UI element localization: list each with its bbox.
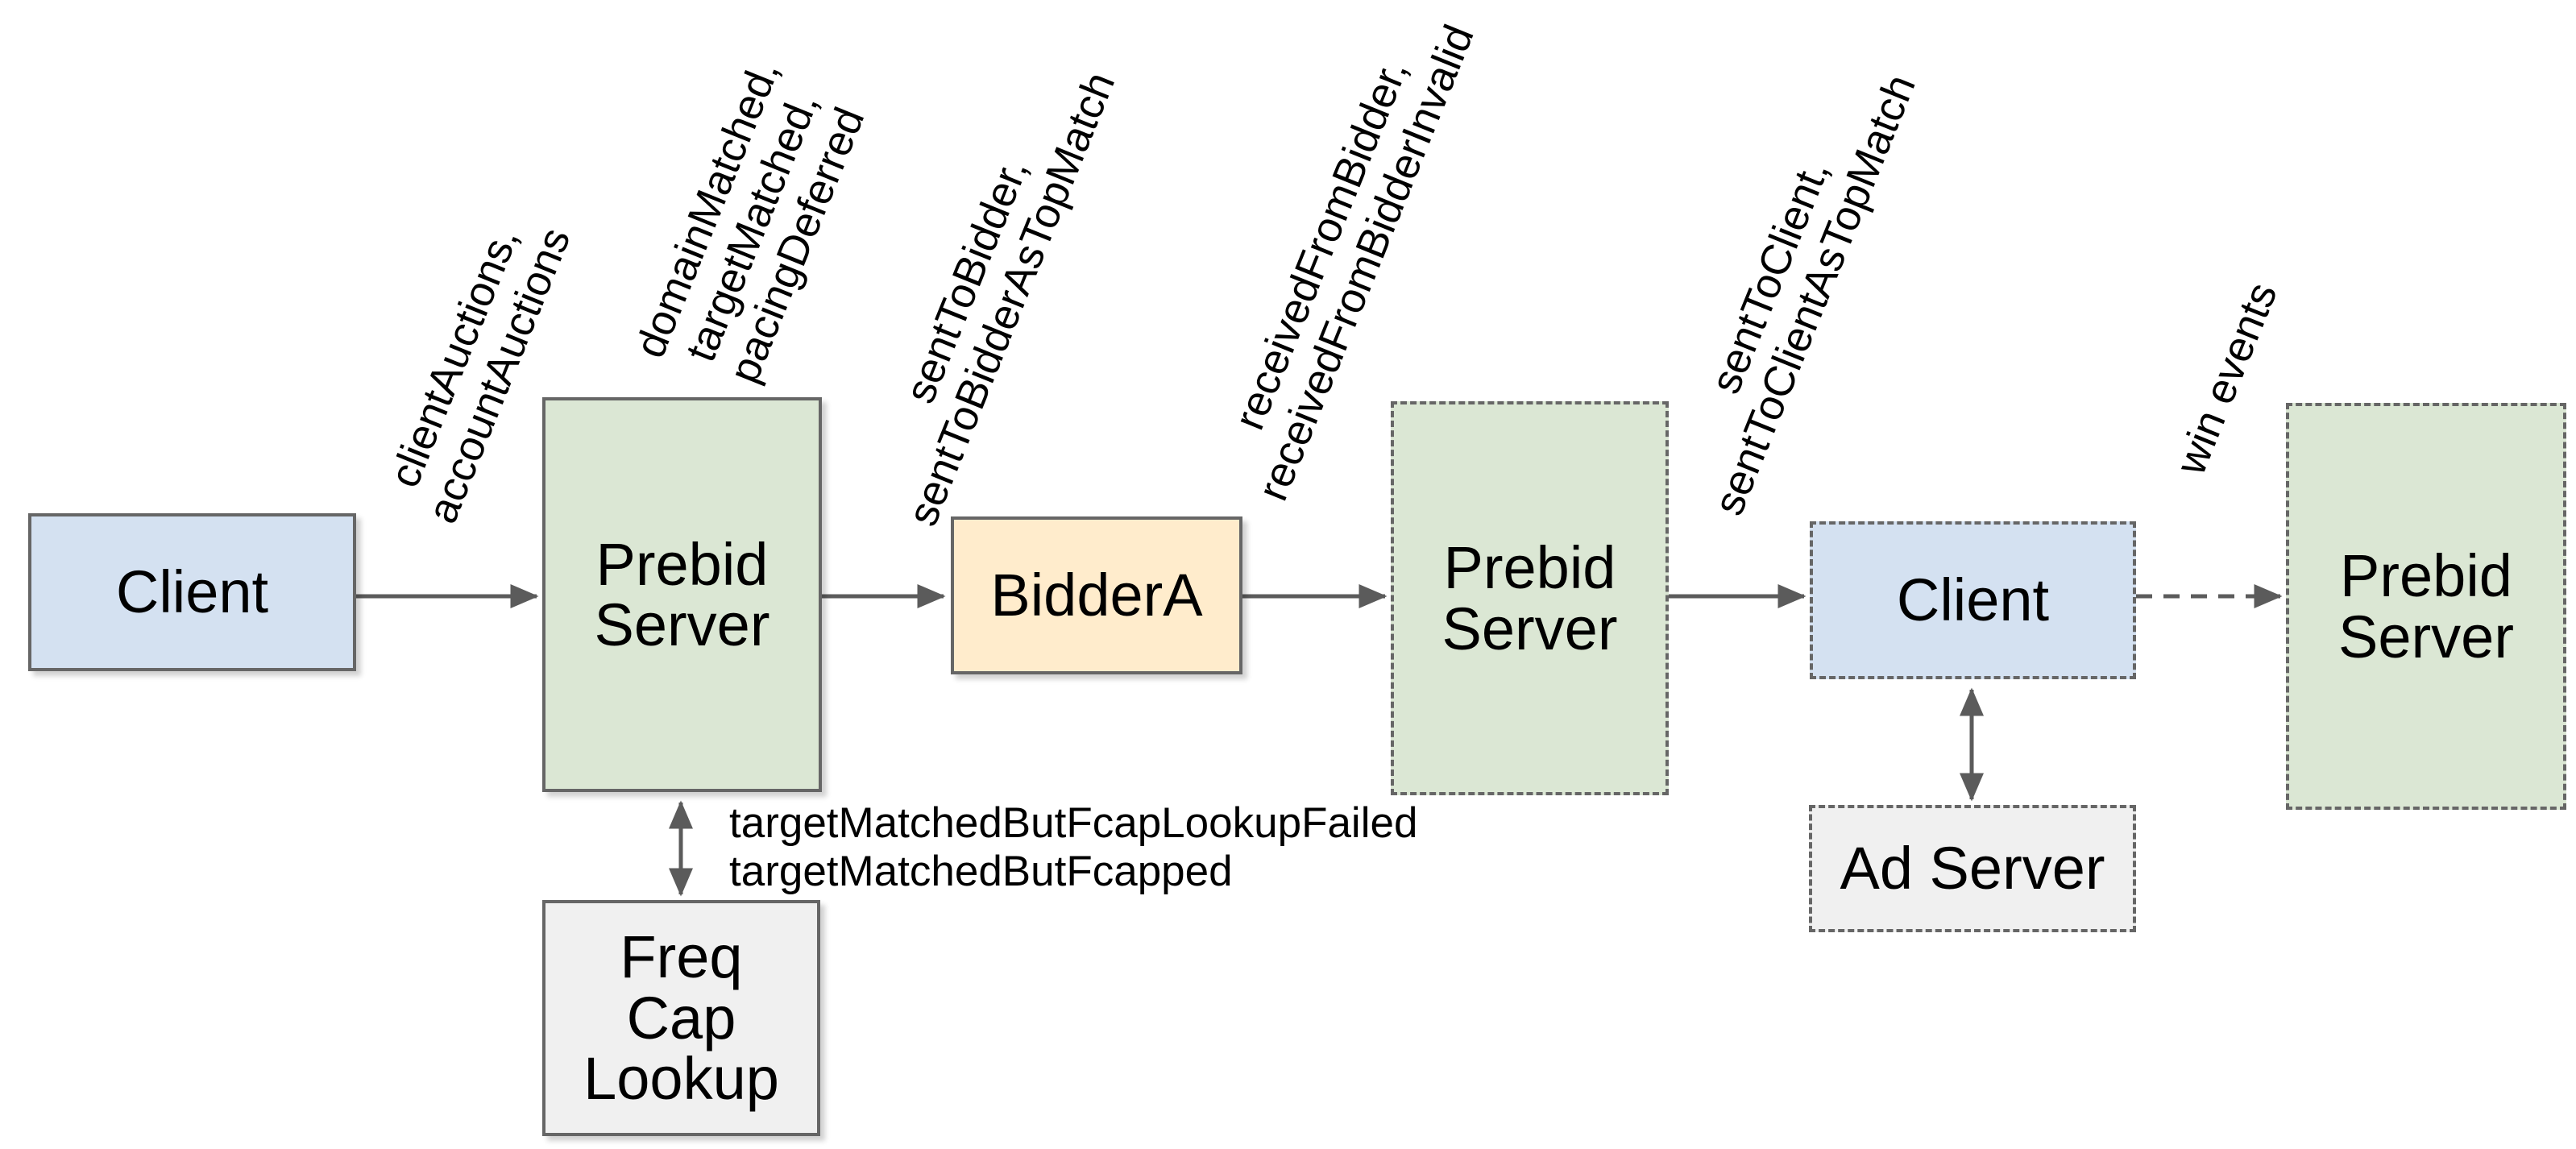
node-ad-server-label: Ad Server: [1840, 835, 2105, 902]
edge-label-ps1-to-freq-cap: targetMatchedButFcapLookupFailed targetM…: [729, 799, 1418, 895]
node-prebid-server-3-label: Prebid Server: [2338, 542, 2514, 670]
node-bidder-a-label: BidderA: [990, 562, 1203, 629]
node-freq-cap-lookup-label: Freq Cap Lookup: [583, 923, 779, 1113]
node-freq-cap-lookup: Freq Cap Lookup: [542, 900, 820, 1136]
node-prebid-server-3: Prebid Server: [2286, 403, 2566, 810]
node-client-2: Client: [1810, 521, 2136, 679]
node-client-2-label: Client: [1896, 566, 2050, 634]
node-bidder-a: BidderA: [951, 516, 1242, 674]
node-prebid-server-1-label: Prebid Server: [594, 530, 770, 658]
node-prebid-server-1: Prebid Server: [542, 397, 822, 792]
node-prebid-server-2-label: Prebid Server: [1441, 534, 1618, 662]
node-client-1: Client: [28, 513, 356, 671]
node-client-1-label: Client: [115, 558, 269, 626]
node-ad-server: Ad Server: [1809, 805, 2136, 932]
node-prebid-server-2: Prebid Server: [1391, 401, 1669, 795]
